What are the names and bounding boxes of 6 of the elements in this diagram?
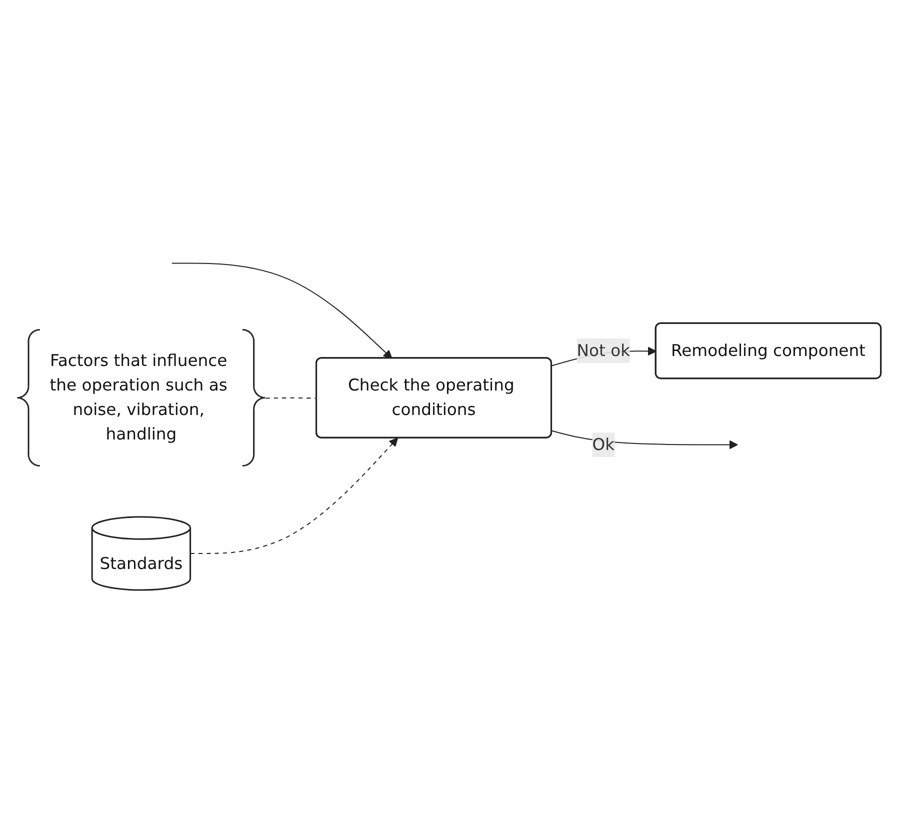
arrow (552, 430, 738, 450)
arrow (172, 262, 392, 359)
node-text: Factors that influence the operation such as noise, vibration, handling (50, 350, 228, 444)
edge-label: Not ok (576, 340, 630, 360)
arrow (190, 438, 398, 554)
edge-label: Ok (592, 434, 615, 454)
